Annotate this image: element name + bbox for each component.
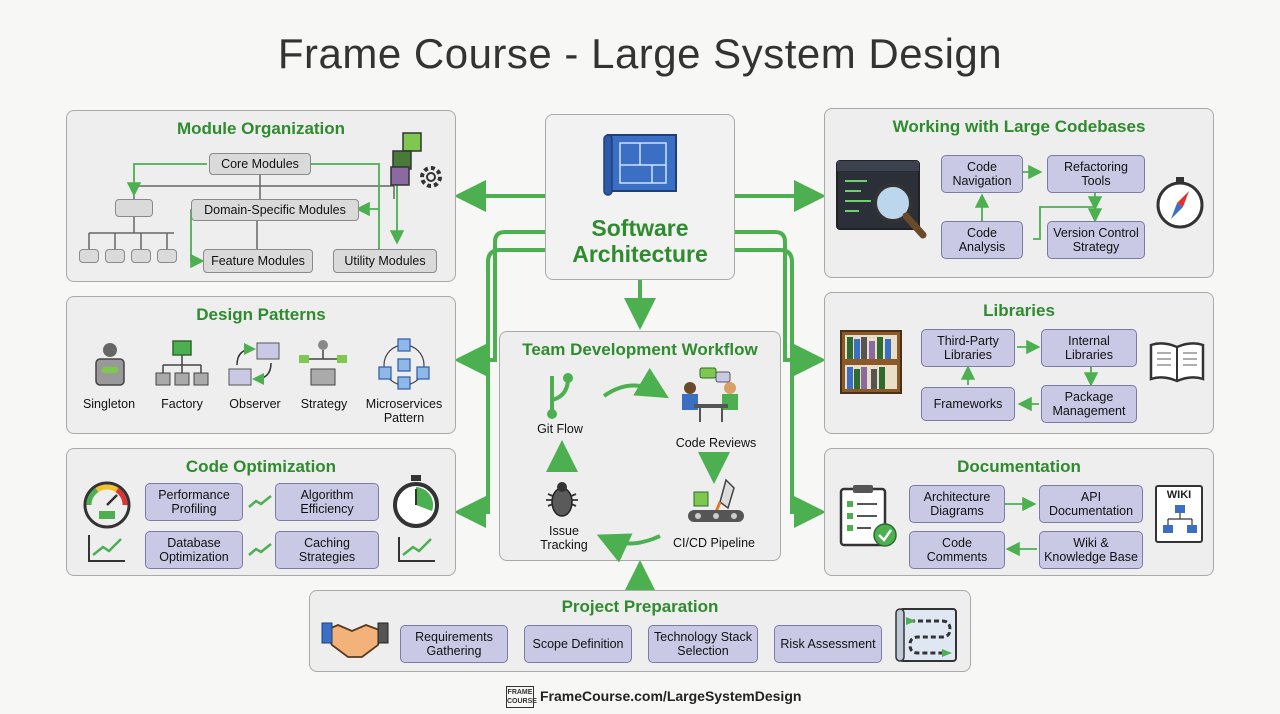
- performance-profiling-box: Performance Profiling: [145, 483, 243, 521]
- codebases-arrows: [974, 164, 1103, 240]
- feature-modules-box: Feature Modules: [203, 249, 313, 273]
- module-organization-panel: Module Organization Core Modules Domain-…: [66, 110, 456, 282]
- code-analysis-box: Code Analysis: [941, 221, 1023, 259]
- pattern-label-strategy: Strategy: [300, 397, 348, 411]
- internal-libraries-box: Internal Libraries: [1041, 329, 1137, 367]
- page-title: Frame Course - Large System Design: [277, 30, 1003, 77]
- tree-node: [115, 199, 153, 217]
- libraries-panel: Libraries Third-Party Libraries Internal…: [824, 292, 1214, 434]
- trend-chart-icon: [398, 537, 435, 562]
- code-review-people-icon: [682, 367, 738, 422]
- team-workflow-title: Team Development Workflow: [522, 340, 758, 359]
- design-patterns-title: Design Patterns: [196, 305, 326, 324]
- package-management-box: Package Management: [1041, 385, 1137, 423]
- api-documentation-box: API Documentation: [1039, 485, 1143, 523]
- center-title-line2: Architecture: [572, 241, 708, 268]
- algorithm-efficiency-box: Algorithm Efficiency: [275, 483, 379, 521]
- codebases-panel: Working with Large Codebases Code Naviga…: [824, 108, 1214, 278]
- software-architecture-panel: Software Architecture: [545, 114, 735, 280]
- bug-icon: [546, 482, 578, 517]
- pattern-label-singleton: Singleton: [82, 397, 136, 411]
- trend-up-icon: [248, 495, 272, 508]
- gauge-icon: [83, 481, 131, 529]
- code-optimization-title: Code Optimization: [185, 457, 337, 476]
- codebases-title: Working with Large Codebases: [892, 117, 1146, 136]
- version-control-box: Version Control Strategy: [1047, 221, 1145, 259]
- pattern-label-microservices: Microservices Pattern: [365, 397, 443, 426]
- database-optimization-box: Database Optimization: [145, 531, 243, 569]
- documentation-title: Documentation: [957, 457, 1081, 476]
- logo-line1: FRAME: [507, 689, 533, 696]
- cubes-gear-icon: [390, 132, 442, 188]
- domain-modules-box: Domain-Specific Modules: [191, 199, 359, 221]
- code-optimization-panel: Code Optimization Performance Profiling …: [66, 448, 456, 576]
- footer-url[interactable]: FrameCourse.com/LargeSystemDesign: [540, 688, 802, 704]
- core-modules-box: Core Modules: [209, 153, 311, 175]
- cicd-pipeline-icon: [688, 478, 744, 522]
- strategy-icon: [299, 340, 347, 386]
- open-book-icon: [1149, 342, 1205, 383]
- tree-leaf: [79, 249, 99, 263]
- stopwatch-icon: [393, 475, 439, 528]
- git-branch-icon: [547, 373, 573, 419]
- checklist-icon: [839, 485, 897, 547]
- libraries-title: Libraries: [983, 301, 1055, 320]
- git-flow-label: Git Flow: [537, 422, 583, 436]
- tree-leaf: [157, 249, 177, 263]
- tree-leaf: [131, 249, 151, 263]
- risk-assessment-box: Risk Assessment: [774, 625, 882, 663]
- code-reviews-label: Code Reviews: [675, 436, 757, 450]
- frameworks-box: Frameworks: [921, 387, 1015, 421]
- utility-modules-box: Utility Modules: [333, 249, 437, 273]
- team-workflow-panel: Team Development Workflow Git Flow Code …: [499, 331, 781, 563]
- pattern-label-factory: Factory: [161, 397, 203, 411]
- singleton-icon: [95, 343, 125, 386]
- technology-stack-selection-box: Technology Stack Selection: [648, 625, 758, 663]
- wiki-knowledge-base-box: Wiki & Knowledge Base: [1039, 531, 1143, 569]
- microservices-icon: [378, 338, 430, 390]
- documentation-panel: Documentation Architecture Diagrams API …: [824, 448, 1214, 576]
- trend-chart-icon: [88, 535, 125, 562]
- frame-course-logo: FRAME COURSE: [506, 686, 537, 708]
- factory-icon: [155, 340, 209, 386]
- blueprint-icon: [603, 134, 677, 196]
- wiki-badge: WIKI: [1166, 489, 1192, 501]
- logo-line2: COURSE: [507, 698, 537, 705]
- workflow-cycle-arrows: [546, 367, 730, 563]
- scope-definition-box: Scope Definition: [524, 625, 632, 663]
- observer-icon: [228, 342, 280, 386]
- wiki-page-icon: WIKI: [1155, 485, 1203, 543]
- center-title-line1: Software: [591, 215, 689, 241]
- project-preparation-panel: Project Preparation Requirements Gatheri…: [309, 590, 971, 672]
- code-navigation-box: Code Navigation: [941, 155, 1023, 193]
- caching-strategies-box: Caching Strategies: [275, 531, 379, 569]
- compass-icon: [1156, 177, 1204, 229]
- wiki-tree-icon: [1163, 505, 1197, 533]
- requirements-gathering-box: Requirements Gathering: [400, 625, 508, 663]
- issue-tracking-label: Issue Tracking: [540, 524, 588, 553]
- documentation-arrows: [1005, 496, 1037, 557]
- architecture-diagrams-box: Architecture Diagrams: [909, 485, 1005, 523]
- design-patterns-panel: Design Patterns Singleton Factory Observ…: [66, 296, 456, 434]
- refactoring-tools-box: Refactoring Tools: [1047, 155, 1145, 193]
- cicd-pipeline-label: CI/CD Pipeline: [673, 536, 755, 550]
- module-organization-title: Module Organization: [176, 119, 346, 138]
- third-party-libraries-box: Third-Party Libraries: [921, 329, 1015, 367]
- tree-leaf: [105, 249, 125, 263]
- pattern-label-observer: Observer: [229, 397, 281, 411]
- handshake-icon: [321, 622, 389, 658]
- code-magnifier-icon: [836, 160, 927, 239]
- bookshelf-icon: [840, 330, 902, 394]
- libraries-arrows: [960, 339, 1099, 412]
- project-preparation-title: Project Preparation: [561, 597, 719, 616]
- code-comments-box: Code Comments: [909, 531, 1005, 569]
- trend-up-icon: [248, 543, 272, 556]
- roadmap-icon: [895, 608, 957, 662]
